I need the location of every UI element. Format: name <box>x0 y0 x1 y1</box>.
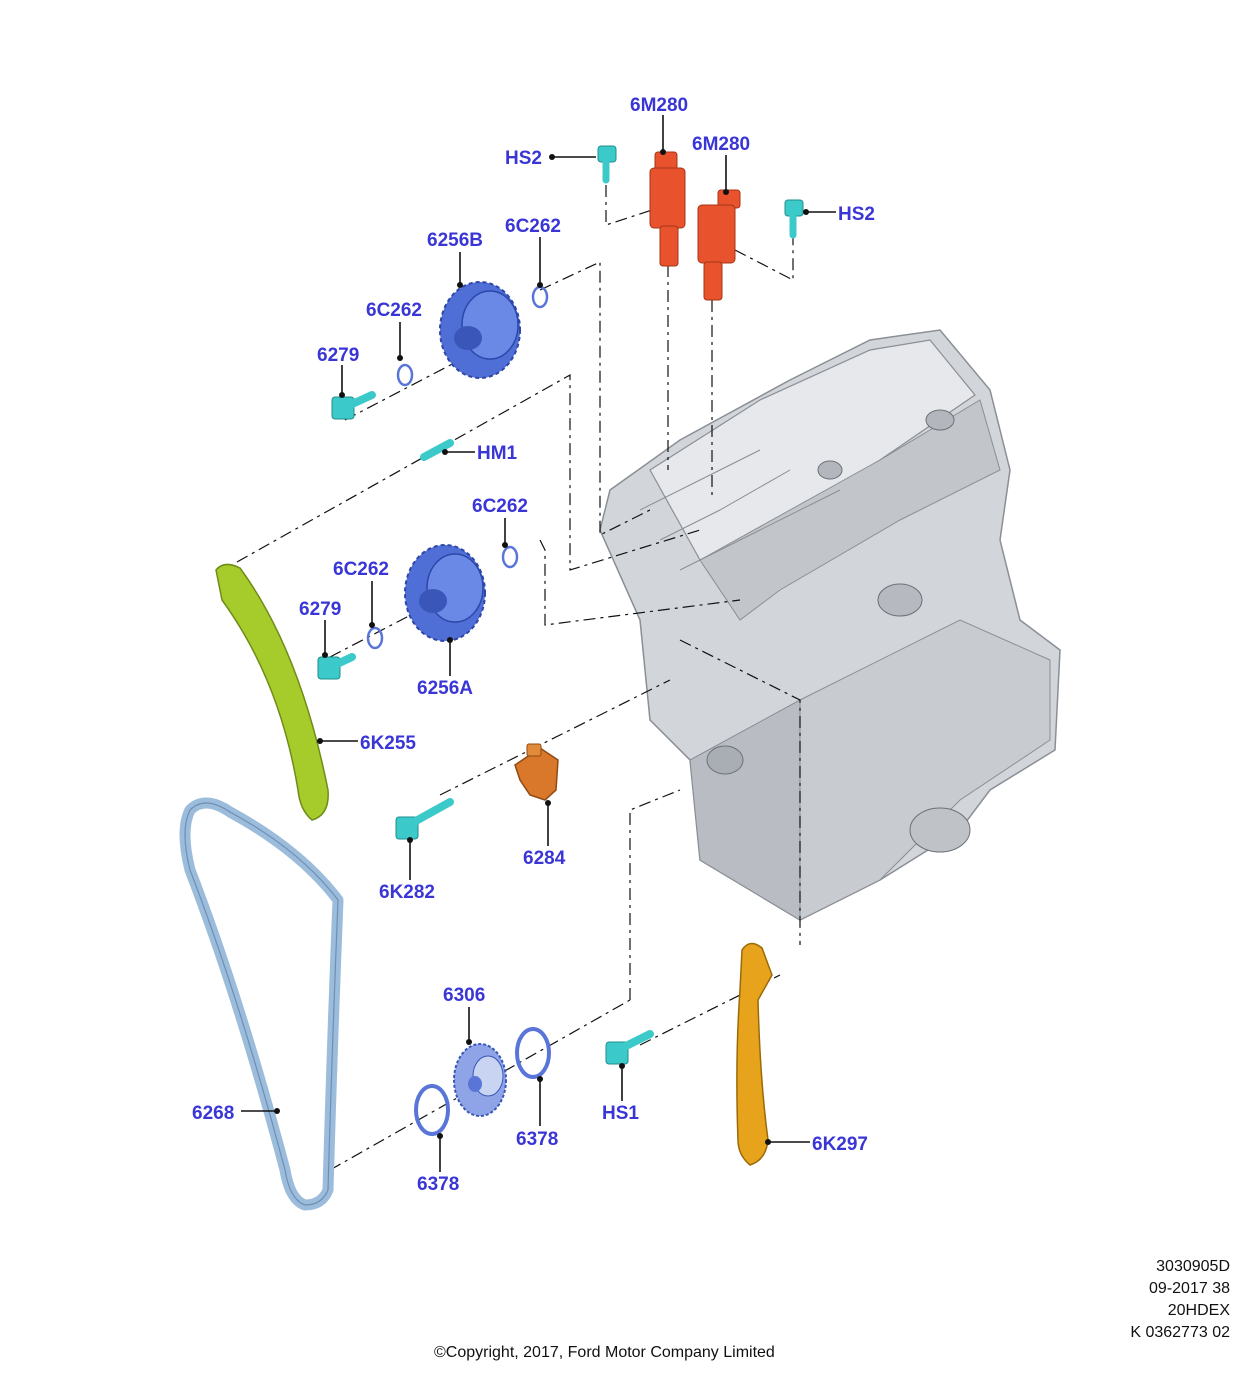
label-6279-upper[interactable]: 6279 <box>317 345 359 366</box>
callout-labels: 6M280 6M280 HS2 HS2 6256B 6C262 6C262 62… <box>192 95 875 1195</box>
label-hm1[interactable]: HM1 <box>477 443 518 464</box>
crank-sprocket-6306[interactable] <box>453 1043 507 1117</box>
leader-lines <box>241 115 836 1172</box>
ring-left-a <box>366 626 384 650</box>
drawing-number: 3030905D <box>1156 1258 1230 1275</box>
bolt-6279-lower <box>317 653 356 680</box>
label-6268[interactable]: 6268 <box>192 1103 234 1124</box>
copyright-notice: ©Copyright, 2017, Ford Motor Company Lim… <box>434 1344 775 1361</box>
tensioner-6284[interactable] <box>514 743 559 801</box>
timing-chain-6268[interactable] <box>179 797 344 1211</box>
label-6256b[interactable]: 6256B <box>427 230 483 251</box>
solenoid-6m280-b[interactable] <box>697 189 741 301</box>
label-6256a[interactable]: 6256A <box>417 678 473 699</box>
engine-code: 20HDEX <box>1167 1302 1230 1319</box>
washer-6378-front <box>414 1084 450 1136</box>
label-6k282[interactable]: 6K282 <box>379 882 435 903</box>
label-6378-rear[interactable]: 6378 <box>516 1129 558 1150</box>
chain-guide-6k297[interactable] <box>736 942 773 1166</box>
ring-left-b <box>396 363 414 387</box>
label-6c262-top-b[interactable]: 6C262 <box>505 216 561 237</box>
camshaft-sprocket-a[interactable] <box>404 544 486 642</box>
label-hs2-right[interactable]: HS2 <box>838 204 875 225</box>
bolt-6279-upper <box>331 391 376 420</box>
label-6c262-top-a[interactable]: 6C262 <box>472 496 528 517</box>
label-6k297[interactable]: 6K297 <box>812 1134 868 1155</box>
washer-6378-rear <box>515 1027 551 1079</box>
chain-guide-6k255[interactable] <box>215 563 329 821</box>
dowel-hm1 <box>420 439 454 461</box>
camshaft-sprocket-b[interactable] <box>439 281 521 379</box>
engine-block <box>599 329 1061 921</box>
label-hs1[interactable]: HS1 <box>602 1103 639 1124</box>
ring-top-a <box>501 545 519 569</box>
label-6306[interactable]: 6306 <box>443 985 485 1006</box>
bolt-hs2-left <box>597 145 617 184</box>
timing-chain-outline <box>184 802 339 1206</box>
bolt-6k282 <box>395 798 454 840</box>
label-hs2-left[interactable]: HS2 <box>505 148 542 169</box>
label-6378-front[interactable]: 6378 <box>417 1174 459 1195</box>
bolt-hs1 <box>605 1030 654 1065</box>
label-6284[interactable]: 6284 <box>523 848 566 869</box>
drawing-id: K 0362773 02 <box>1130 1324 1230 1341</box>
label-6m280-b[interactable]: 6M280 <box>692 134 750 155</box>
bolt-hs2-right <box>784 199 804 239</box>
label-6m280-a[interactable]: 6M280 <box>630 95 688 116</box>
drawing-date: 09-2017 38 <box>1149 1280 1230 1297</box>
label-6279-lower[interactable]: 6279 <box>299 599 341 620</box>
label-6k255[interactable]: 6K255 <box>360 733 416 754</box>
label-6c262-left-a[interactable]: 6C262 <box>333 559 389 580</box>
drawing-reference-block: 3030905D 09-2017 38 20HDEX K 0362773 02 <box>1130 1256 1230 1344</box>
label-6c262-left-b[interactable]: 6C262 <box>366 300 422 321</box>
solenoid-6m280-a[interactable] <box>649 151 686 267</box>
